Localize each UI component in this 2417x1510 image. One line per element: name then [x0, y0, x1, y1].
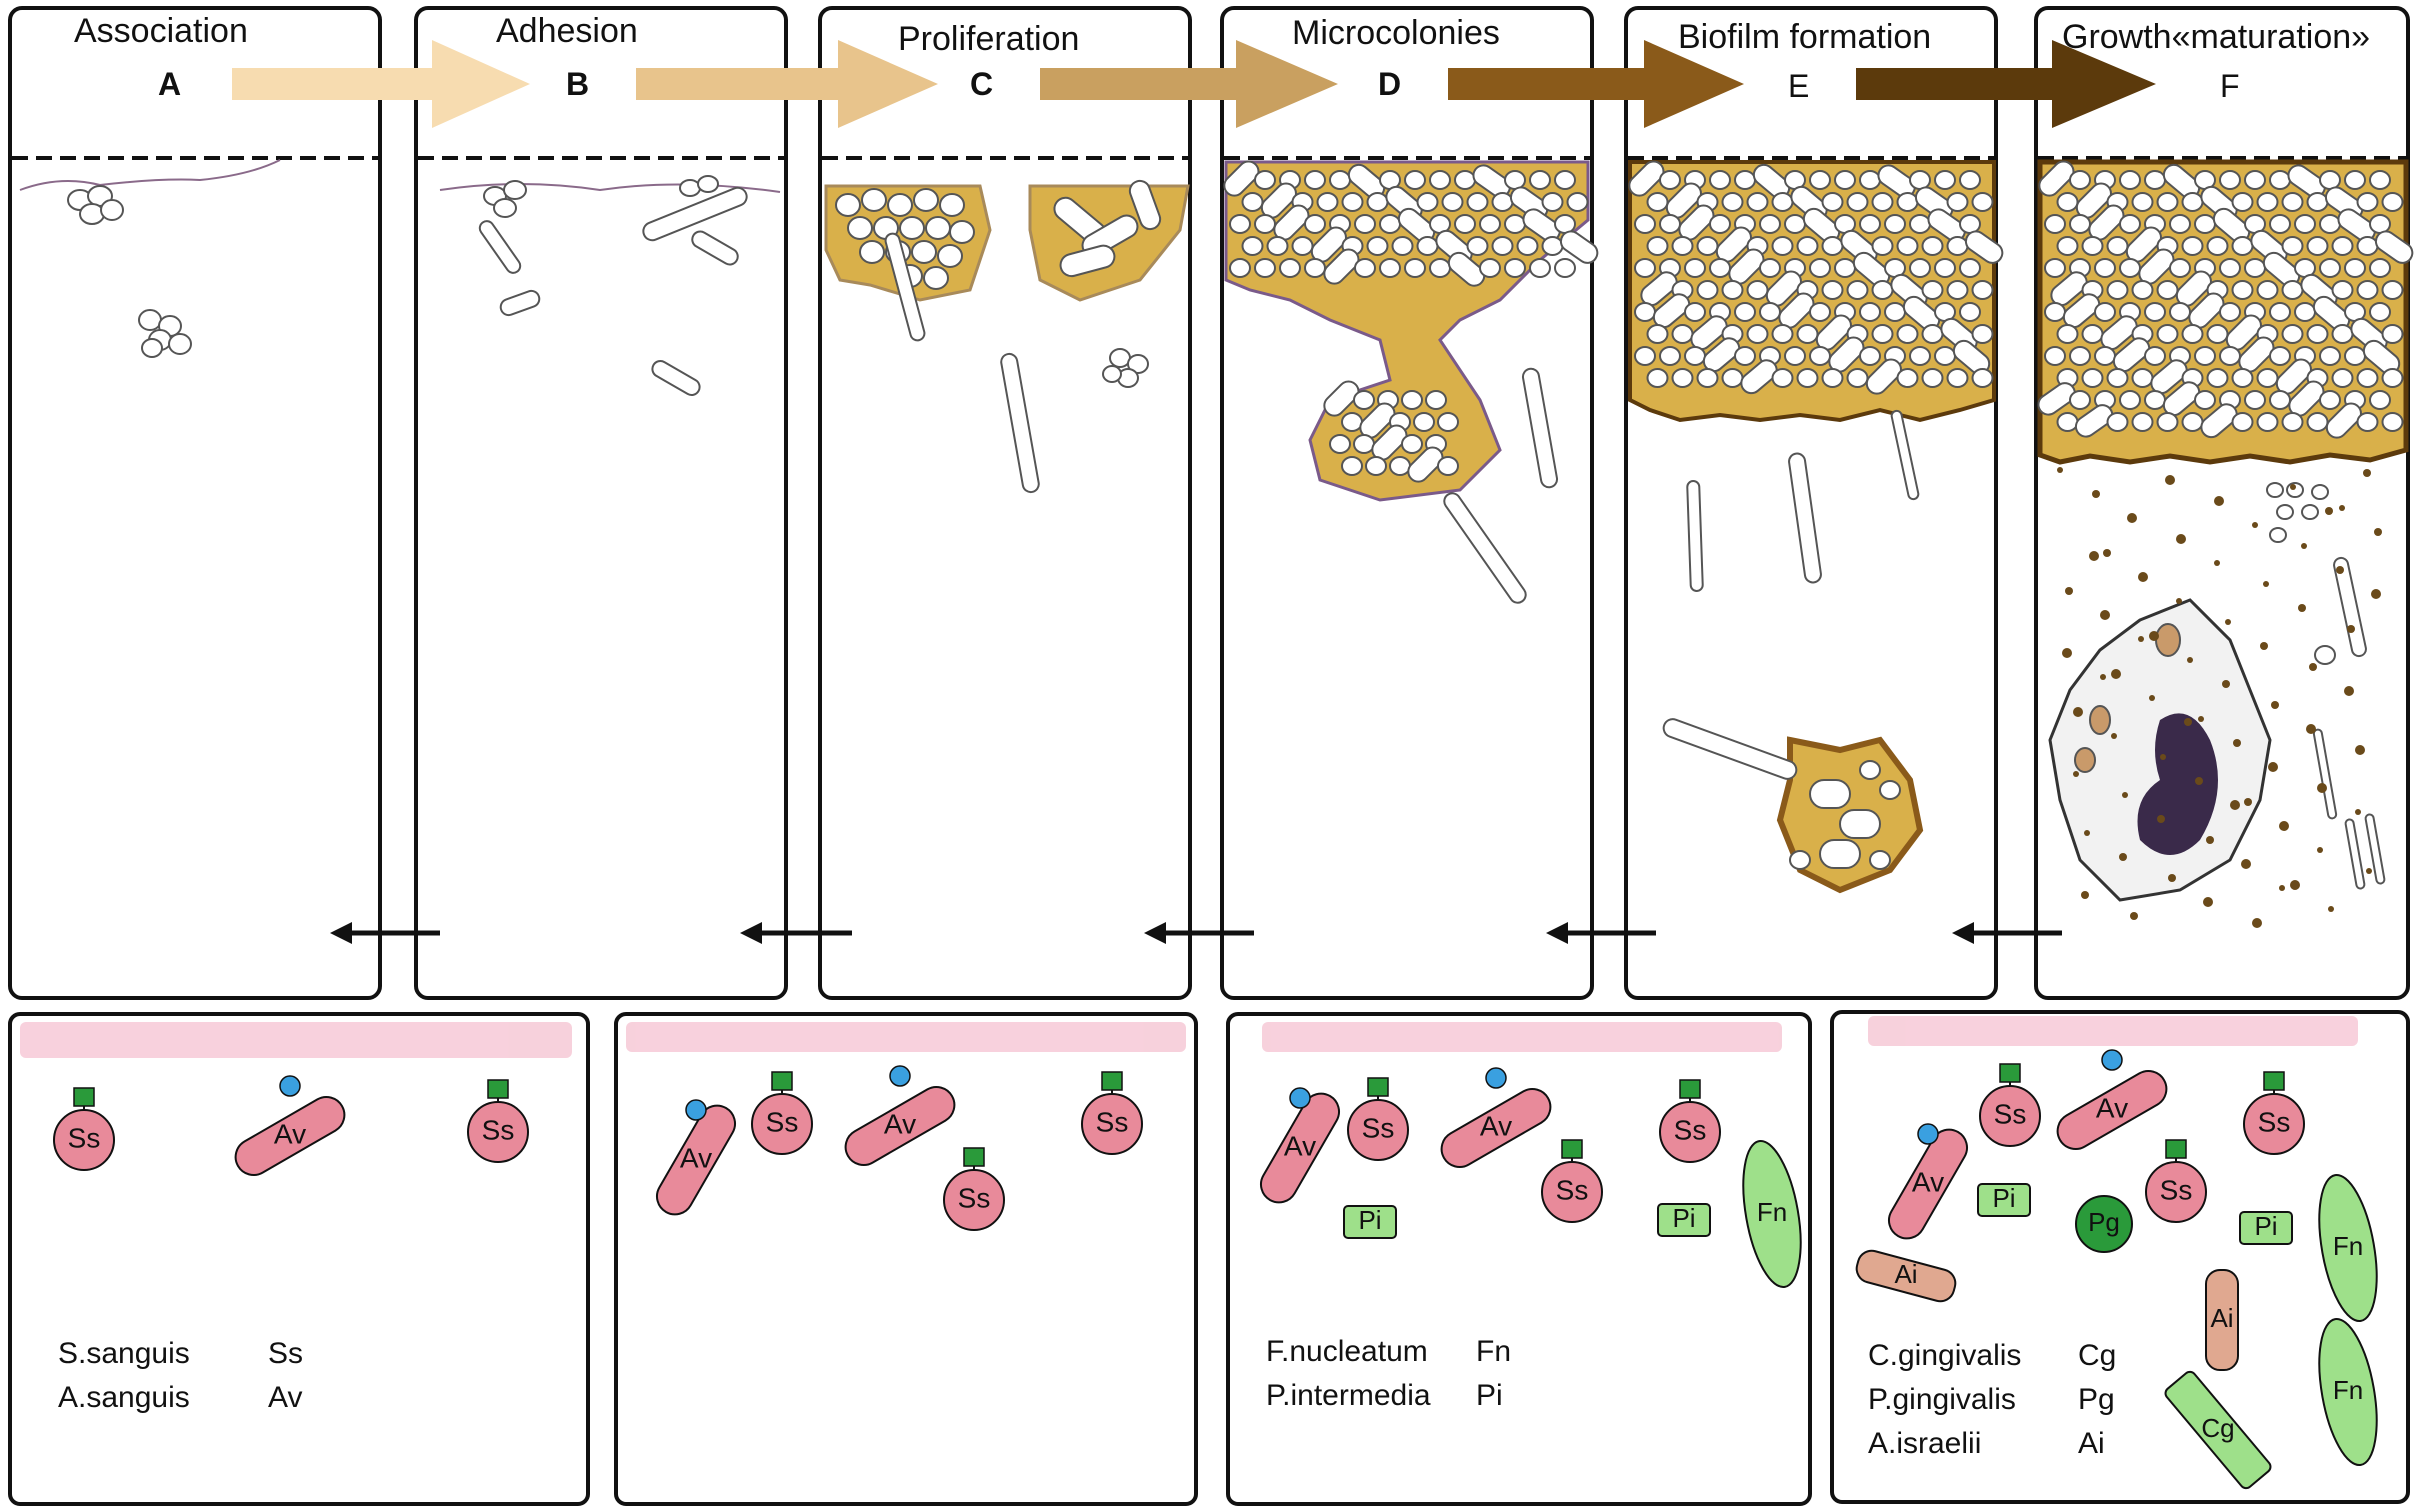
svg-text:Ss: Ss	[68, 1122, 101, 1153]
species-abbr: Ss	[268, 1337, 304, 1370]
svg-text:Fn: Fn	[1757, 1197, 1787, 1227]
svg-text:Ss: Ss	[958, 1182, 991, 1213]
svg-text:Ss: Ss	[1362, 1112, 1395, 1143]
legend-row: A.sanguis Av	[58, 1376, 303, 1420]
svg-text:Ss: Ss	[482, 1114, 515, 1145]
stage-arrows	[232, 40, 2156, 128]
stage-title-f: Growth«maturation»	[2062, 18, 2371, 56]
svg-text:Ss: Ss	[1096, 1106, 1129, 1137]
species-abbr: Fn	[1476, 1335, 1512, 1368]
svg-text:Av: Av	[274, 1118, 306, 1149]
stage-title-d: Microcolonies	[1292, 14, 1500, 52]
species-name: C.gingivalis	[1868, 1339, 2022, 1372]
stage-title-a: Association	[74, 12, 248, 50]
stage-letter-a: A	[158, 66, 182, 102]
stage-panel-a	[8, 6, 382, 1000]
stage-a-art	[19, 159, 281, 358]
stage-c-art	[824, 179, 1190, 494]
species-abbr: Cg	[2078, 1339, 2117, 1372]
species-name: P.intermedia	[1266, 1379, 1431, 1412]
stage-panel-b	[414, 6, 788, 1000]
species-abbr: Av	[268, 1381, 303, 1414]
stage-arrow-3	[1040, 40, 1338, 128]
species-name: F.nucleatum	[1266, 1335, 1428, 1368]
svg-text:Pg: Pg	[2088, 1207, 2120, 1237]
species-name: P.gingivalis	[1868, 1383, 2016, 1416]
stage-arrow-4	[1448, 40, 1744, 128]
svg-text:Ss: Ss	[766, 1106, 799, 1137]
svg-text:Ss: Ss	[1674, 1114, 1707, 1145]
svg-text:Av: Av	[680, 1142, 712, 1173]
stage-letter-c: C	[970, 66, 994, 102]
svg-text:Ss: Ss	[2258, 1106, 2291, 1137]
species-abbr: Pg	[2078, 1383, 2115, 1416]
stage-title-b: Adhesion	[496, 12, 638, 50]
stage-arrow-1	[232, 40, 530, 128]
legend-row: P.gingivalis Pg	[1868, 1378, 2116, 1422]
svg-text:Av: Av	[2096, 1092, 2128, 1123]
svg-text:Ss: Ss	[2160, 1174, 2193, 1205]
stage-arrow-5	[1856, 40, 2156, 128]
stage-f-art	[2037, 159, 2414, 928]
svg-text:Av: Av	[1480, 1110, 1512, 1141]
svg-text:Pi: Pi	[2254, 1211, 2277, 1241]
svg-text:Av: Av	[1284, 1130, 1316, 1161]
species-abbr: Pi	[1476, 1379, 1503, 1412]
svg-text:Cg: Cg	[2201, 1413, 2234, 1443]
stage-d-art	[1223, 160, 1599, 604]
svg-text:Pi: Pi	[1358, 1205, 1381, 1235]
svg-text:Av: Av	[884, 1108, 916, 1139]
svg-text:Av: Av	[1912, 1166, 1944, 1197]
legend-row: P.intermedia Pi	[1266, 1374, 1511, 1418]
svg-text:Ai: Ai	[1894, 1259, 1917, 1289]
species-name: A.sanguis	[58, 1381, 190, 1414]
species-name: A.israelii	[1868, 1427, 1982, 1460]
stage-letter-f: F	[2220, 68, 2240, 104]
svg-text:Ai: Ai	[2210, 1303, 2233, 1333]
svg-text:Pi: Pi	[1672, 1203, 1695, 1233]
species-abbr: Ai	[2078, 1427, 2105, 1460]
legend-panel-1: S.sanguis Ss A.sanguis Av	[58, 1332, 303, 1420]
membranes	[20, 1016, 2358, 1058]
interaction-panel-2	[614, 1012, 1198, 1506]
stage-e-art	[1628, 160, 2004, 894]
legend-row: C.gingivalis Cg	[1868, 1334, 2116, 1378]
stage-title-e: Biofilm formation	[1678, 18, 1932, 56]
species-name: S.sanguis	[58, 1337, 190, 1370]
svg-text:Fn: Fn	[2333, 1375, 2363, 1405]
stage-arrow-2	[636, 40, 938, 128]
legend-panel-4: C.gingivalis Cg P.gingivalis Pg A.israelii…	[1868, 1334, 2116, 1466]
svg-text:Ss: Ss	[1556, 1174, 1589, 1205]
stage-letter-e: E	[1788, 68, 1810, 104]
legend-panel-3: F.nucleatum Fn P.intermedia Pi	[1266, 1330, 1511, 1418]
stage-title-c: Proliferation	[898, 20, 1080, 58]
svg-text:Ss: Ss	[1994, 1098, 2027, 1129]
stage-b-art	[439, 175, 781, 396]
legend-row: S.sanguis Ss	[58, 1332, 303, 1376]
legend-row: A.israelii Ai	[1868, 1422, 2116, 1466]
stage-letter-b: B	[566, 66, 590, 102]
svg-text:Pi: Pi	[1992, 1183, 2015, 1213]
stage-panel-c	[818, 6, 1192, 1000]
stage-letter-d: D	[1378, 66, 1402, 102]
svg-text:Fn: Fn	[2333, 1231, 2363, 1261]
return-arrows	[330, 922, 2062, 944]
legend-row: F.nucleatum Fn	[1266, 1330, 1511, 1374]
